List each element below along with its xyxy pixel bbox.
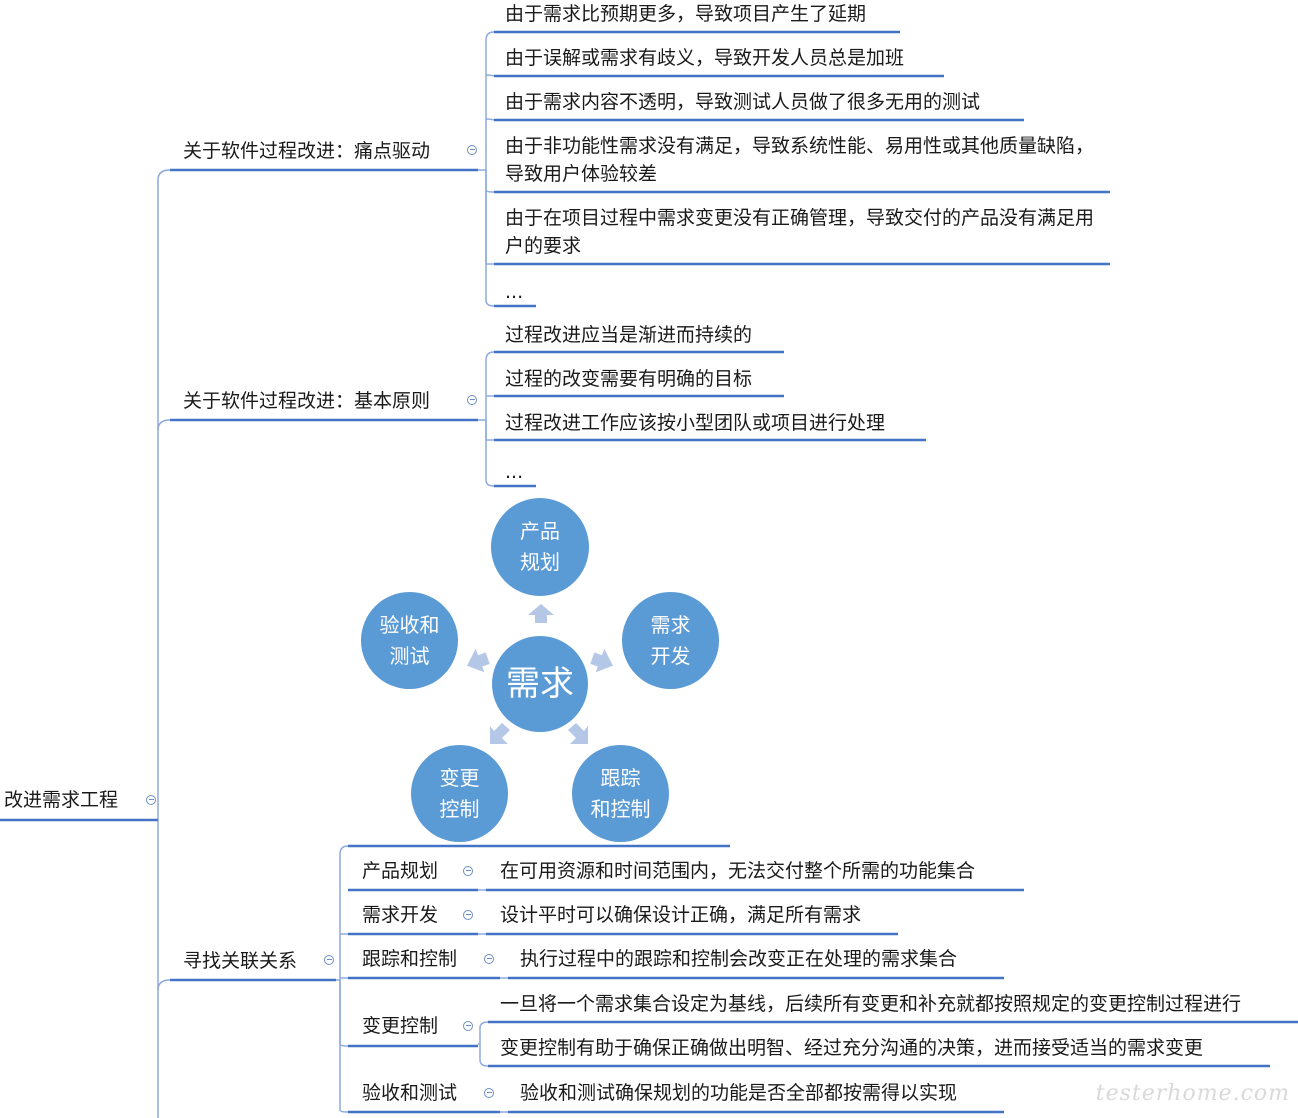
branch3-child-label[interactable]: 产品规划 — [362, 860, 439, 882]
arrow-right-icon — [590, 648, 613, 673]
collapse-toggle-icon[interactable] — [324, 955, 334, 965]
branch3-child-label[interactable]: 验收和测试 — [362, 1082, 458, 1104]
branch3-item[interactable]: 一旦将一个需求集合设定为基线，后续所有变更和补充就都按照规定的变更控制过程进行 — [500, 993, 1242, 1015]
cycle-node-product-planning[interactable]: 产品 规划 — [491, 498, 589, 596]
collapse-toggle-icon[interactable] — [484, 1088, 494, 1098]
branch2-item[interactable]: 过程改进应当是渐进而持续的 — [505, 324, 753, 346]
collapse-toggle-icon[interactable] — [146, 795, 156, 805]
arrow-up-icon — [528, 604, 554, 623]
branch2-item[interactable]: 过程的改变需要有明确的目标 — [505, 368, 753, 390]
branch-basic-principles[interactable]: 关于软件过程改进：基本原则 — [183, 390, 431, 412]
branch2-item[interactable]: ... — [505, 461, 524, 483]
collapse-toggle-icon[interactable] — [484, 954, 494, 964]
center-node-requirements[interactable]: 需求 — [492, 636, 588, 732]
branch1-item[interactable]: ... — [505, 281, 524, 303]
cycle-node-label: 跟踪 和控制 — [590, 765, 651, 821]
cycle-node-requirements-development[interactable]: 需求 开发 — [622, 592, 719, 689]
branch3-child-label[interactable]: 跟踪和控制 — [362, 948, 458, 970]
watermark: testerhome.com — [1095, 1081, 1290, 1106]
cycle-node-change-control[interactable]: 变更 控制 — [411, 745, 508, 842]
branch-find-relations[interactable]: 寻找关联关系 — [183, 950, 298, 972]
branch1-item[interactable]: 由于误解或需求有歧义，导致开发人员总是加班 — [505, 47, 905, 69]
branch3-item[interactable]: 执行过程中的跟踪和控制会改变正在处理的需求集合 — [520, 948, 958, 970]
arrow-down-right-icon — [568, 723, 588, 744]
arrow-down-left-icon — [490, 723, 510, 744]
branch-pain-driven[interactable]: 关于软件过程改进：痛点驱动 — [183, 140, 431, 162]
cycle-node-label: 需求 开发 — [650, 612, 691, 668]
branch1-item[interactable]: 由于在项目过程中需求变更没有正确管理，导致交付的产品没有满足用户的要求 — [505, 207, 1095, 257]
branch3-item[interactable]: 验收和测试确保规划的功能是否全部都按需得以实现 — [520, 1082, 958, 1104]
collapse-toggle-icon[interactable] — [463, 866, 473, 876]
center-node-label: 需求 — [506, 664, 574, 704]
root-node[interactable]: 改进需求工程 — [4, 789, 119, 811]
cycle-node-label: 产品 规划 — [520, 519, 560, 574]
branch3-child-label[interactable]: 变更控制 — [362, 1015, 439, 1037]
branch1-item[interactable]: 由于非功能性需求没有满足，导致系统性能、易用性或其他质量缺陷，导致用户体验较差 — [505, 135, 1095, 185]
branch3-item[interactable]: 在可用资源和时间范围内，无法交付整个所需的功能集合 — [500, 860, 976, 882]
cycle-node-label: 验收和 测试 — [379, 612, 440, 668]
branch3-child-label[interactable]: 需求开发 — [362, 904, 439, 926]
branch2-item[interactable]: 过程改进工作应该按小型团队或项目进行处理 — [505, 412, 886, 434]
cycle-node-acceptance-testing[interactable]: 验收和 测试 — [361, 592, 458, 689]
collapse-toggle-icon[interactable] — [463, 910, 473, 920]
collapse-toggle-icon[interactable] — [467, 145, 477, 155]
collapse-toggle-icon[interactable] — [467, 395, 477, 405]
branch1-item[interactable]: 由于需求比预期更多，导致项目产生了延期 — [505, 3, 867, 25]
branch3-item[interactable]: 变更控制有助于确保正确做出明智、经过充分沟通的决策，进而接受适当的需求变更 — [500, 1037, 1204, 1059]
cycle-node-tracking-control[interactable]: 跟踪 和控制 — [572, 745, 669, 842]
branch3-item[interactable]: 设计平时可以确保设计正确，满足所有需求 — [500, 904, 862, 926]
arrow-left-icon — [467, 648, 490, 673]
branch1-item[interactable]: 由于需求内容不透明，导致测试人员做了很多无用的测试 — [505, 91, 981, 113]
collapse-toggle-icon[interactable] — [463, 1021, 473, 1031]
cycle-node-label: 变更 控制 — [439, 765, 480, 821]
